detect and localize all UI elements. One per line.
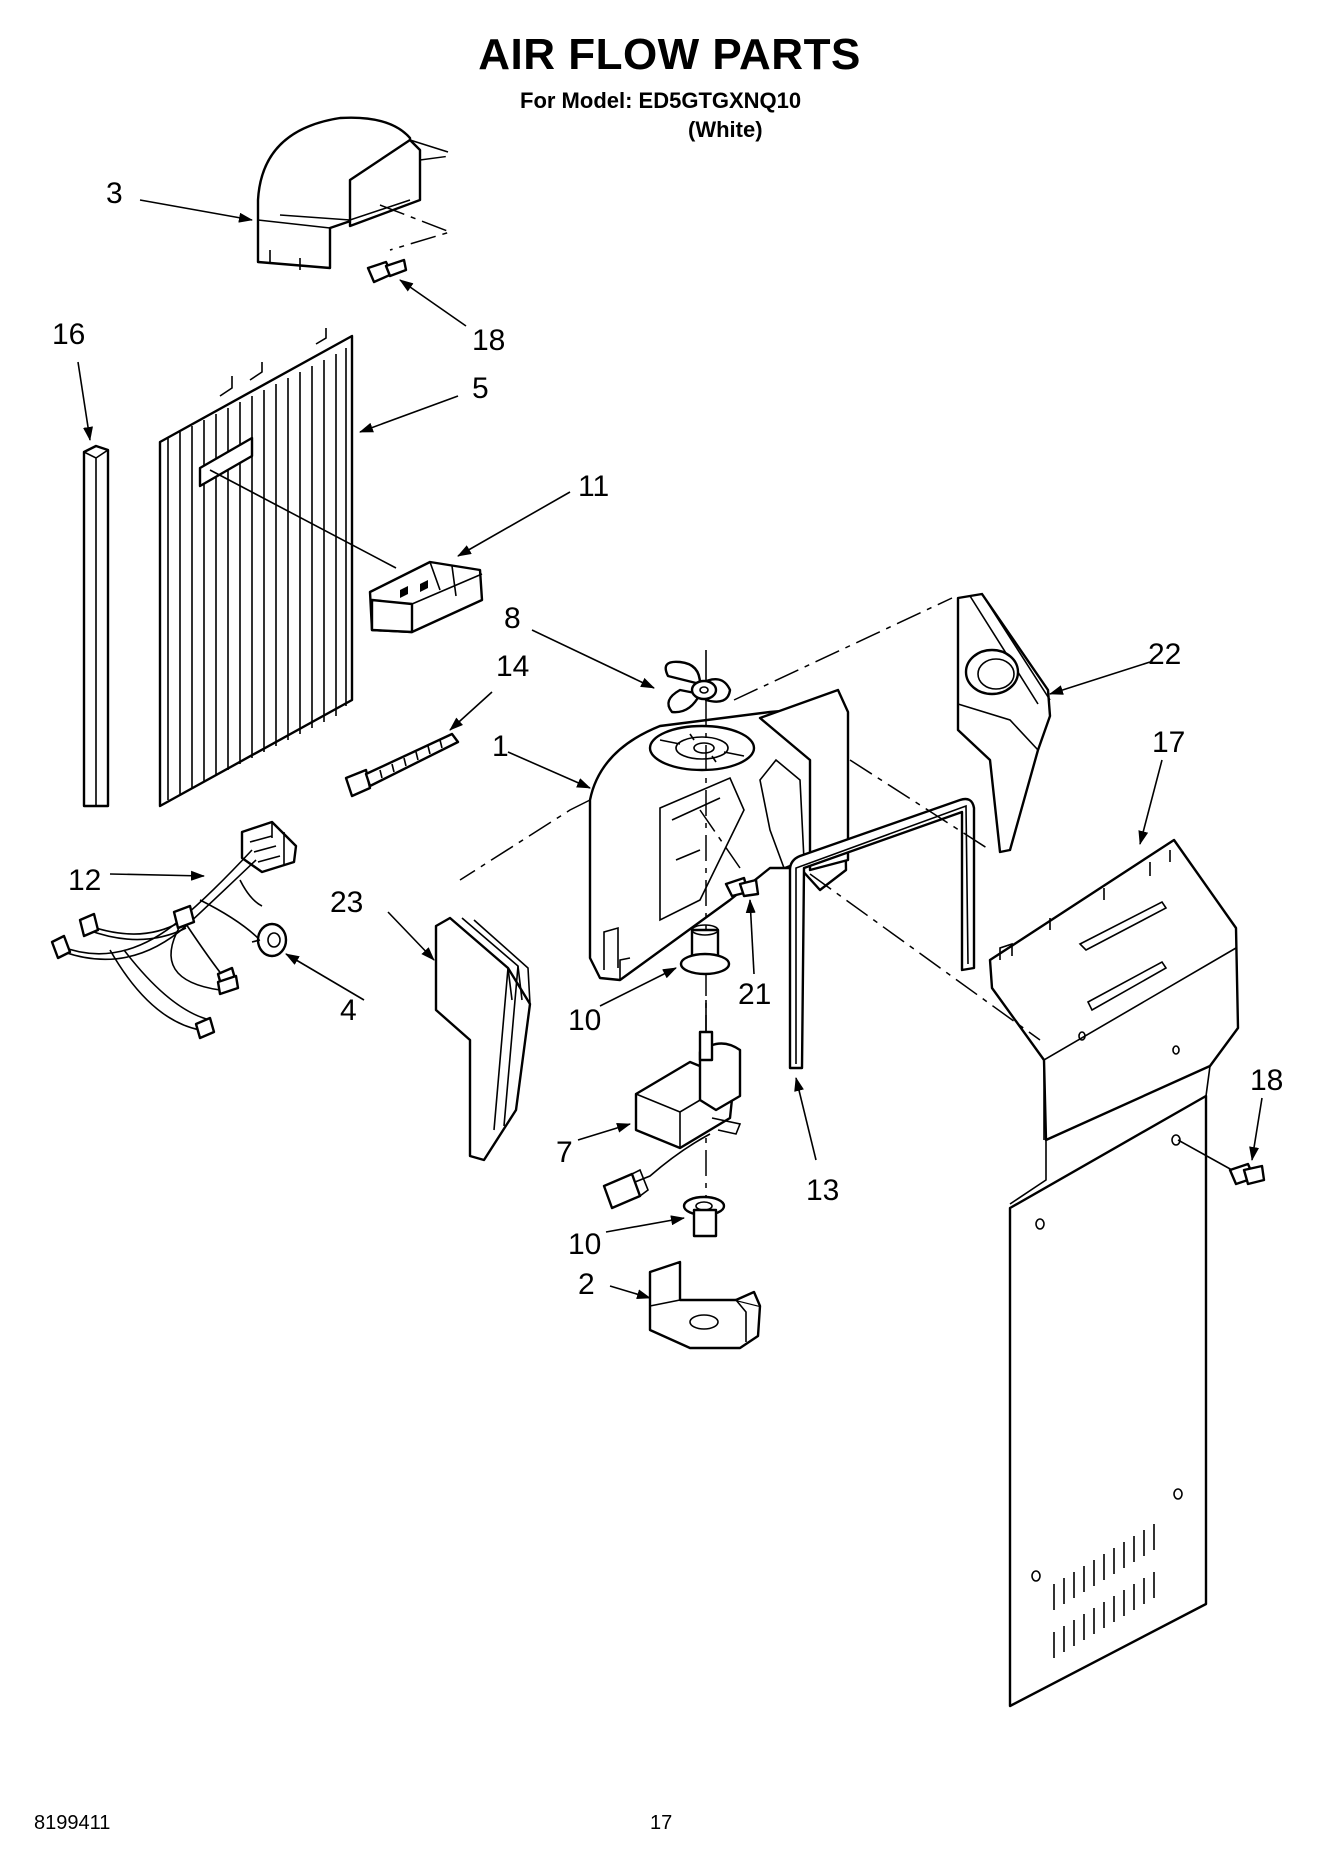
callout-1: 1 (492, 730, 509, 763)
part-4-grommet (251, 922, 288, 958)
part-1-fan-housing (459, 688, 850, 982)
callout-5: 5 (472, 372, 489, 405)
part-5-grille (158, 328, 397, 808)
part-13-u-seal (788, 797, 976, 1070)
callout-18-top: 18 (472, 324, 505, 357)
part-7-fan-motor (602, 1000, 742, 1210)
part-21-screw (724, 876, 760, 898)
callout-17: 17 (1152, 726, 1185, 759)
part-12-wire-harness (50, 820, 298, 1040)
callout-18-right: 18 (1250, 1064, 1283, 1097)
callout-2: 2 (578, 1268, 595, 1301)
document-number: 8199411 (34, 1812, 111, 1834)
callout-4: 4 (340, 994, 357, 1027)
part-22-duct-plate (956, 592, 1052, 854)
part-3-duct-cover (256, 116, 453, 270)
part-14-cable-tie (344, 732, 460, 798)
callout-14: 14 (496, 650, 529, 683)
callout-8: 8 (504, 602, 521, 635)
page-title: AIR FLOW PARTS (478, 30, 861, 79)
callout-12: 12 (68, 864, 101, 897)
callout-10-lower: 10 (568, 1228, 601, 1261)
part-10-mount-upper (679, 924, 731, 976)
callout-13: 13 (806, 1174, 839, 1207)
callout-11: 11 (578, 470, 609, 503)
callout-10-upper: 10 (568, 1004, 601, 1037)
color-line: (White) (688, 117, 763, 142)
callout-21: 21 (738, 978, 771, 1011)
part-18-screw-top (366, 258, 408, 284)
callout-3: 3 (106, 177, 123, 210)
page-number: 17 (650, 1812, 673, 1834)
callout-labels: 3 18 16 5 11 8 14 1 12 4 23 10 21 7 10 2… (52, 177, 1283, 1301)
callout-23: 23 (330, 886, 363, 919)
part-8-fan-blade (664, 650, 732, 714)
callout-16: 16 (52, 318, 85, 351)
vent-slots (1053, 1524, 1155, 1658)
leader-lines (77, 199, 1263, 1300)
part-23-side-panel (434, 916, 532, 1162)
part-16-seal-strip (82, 444, 110, 808)
part-10-mount-lower (682, 1195, 726, 1238)
callout-7: 7 (556, 1136, 573, 1169)
part-17-back-panel (809, 838, 1240, 1708)
part-11-bracket (368, 560, 484, 634)
part-2-motor-bracket (648, 1260, 762, 1350)
model-line: For Model: ED5GTGXNQ10 (520, 88, 802, 113)
callout-22: 22 (1148, 638, 1181, 671)
part-18-screw-right (1177, 1139, 1266, 1186)
